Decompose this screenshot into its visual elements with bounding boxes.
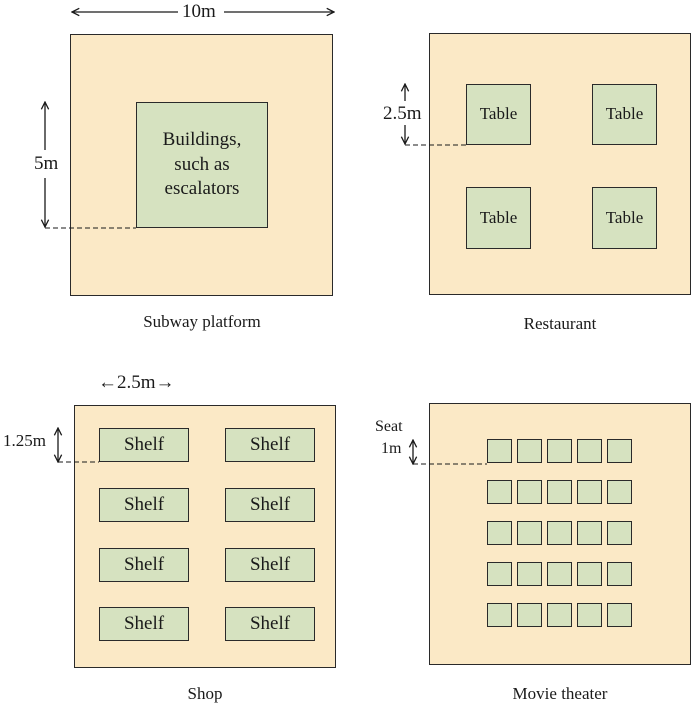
escalator-building-label: Buildings, such as escalators [162,128,242,200]
escalator-building: Buildings, such as escalators [136,102,268,228]
subway-width-label: 10m [182,1,216,22]
theater-seat [577,562,602,586]
theater-seat [487,603,512,627]
shelf-label: Shelf [123,553,165,575]
theater-seat [577,521,602,545]
theater-caption: Movie theater [512,684,608,703]
shelf-label: Shelf [249,553,291,575]
theater-seat [577,480,602,504]
shelf-label: Shelf [249,493,291,515]
table-label: Table [479,207,518,227]
shop-spacing-label: 1.25m [3,431,46,450]
theater-seat [517,439,542,463]
shop-shelf: Shelf [225,607,315,641]
theater-seat [547,480,572,504]
restaurant-room [429,33,691,295]
restaurant-caption: Restaurant [523,314,597,333]
table-label: Table [479,104,518,124]
restaurant-table: Table [592,187,657,249]
shop-shelf: Shelf [99,607,189,641]
theater-seat [547,521,572,545]
restaurant-table: Table [466,84,531,145]
theater-spacing-label: 1m [381,440,402,457]
table-label: Table [605,104,644,124]
shop-width-label: ←2.5m→ [98,372,175,393]
restaurant-spacing-label: 2.5m [383,103,422,124]
theater-seat [487,439,512,463]
shop-shelf: Shelf [225,428,315,462]
restaurant-table: Table [592,84,657,145]
theater-seat [547,603,572,627]
subway-height-label: 5m [34,153,59,174]
theater-seat [547,562,572,586]
theater-seat [487,521,512,545]
shop-shelf: Shelf [99,428,189,462]
theater-seat [517,562,542,586]
theater-seat [607,603,632,627]
shelf-label: Shelf [249,612,291,634]
theater-seat [517,521,542,545]
table-label: Table [605,207,644,227]
shop-shelf: Shelf [99,488,189,522]
theater-seat [607,439,632,463]
theater-seat [547,439,572,463]
subway-caption: Subway platform [143,312,261,331]
shelf-label: Shelf [123,493,165,515]
shelf-label: Shelf [249,433,291,455]
theater-seat [607,562,632,586]
restaurant-table: Table [466,187,531,249]
theater-seat [487,562,512,586]
shelf-label: Shelf [123,612,165,634]
theater-seat-label: Seat [375,418,403,435]
shelf-label: Shelf [123,433,165,455]
shop-caption: Shop [187,684,223,703]
theater-seat [577,603,602,627]
shop-shelf: Shelf [225,488,315,522]
theater-seat [607,480,632,504]
theater-seat [607,521,632,545]
theater-seat [517,603,542,627]
shop-shelf: Shelf [99,548,189,582]
theater-seat [517,480,542,504]
shop-shelf: Shelf [225,548,315,582]
theater-seat [577,439,602,463]
theater-seat [487,480,512,504]
